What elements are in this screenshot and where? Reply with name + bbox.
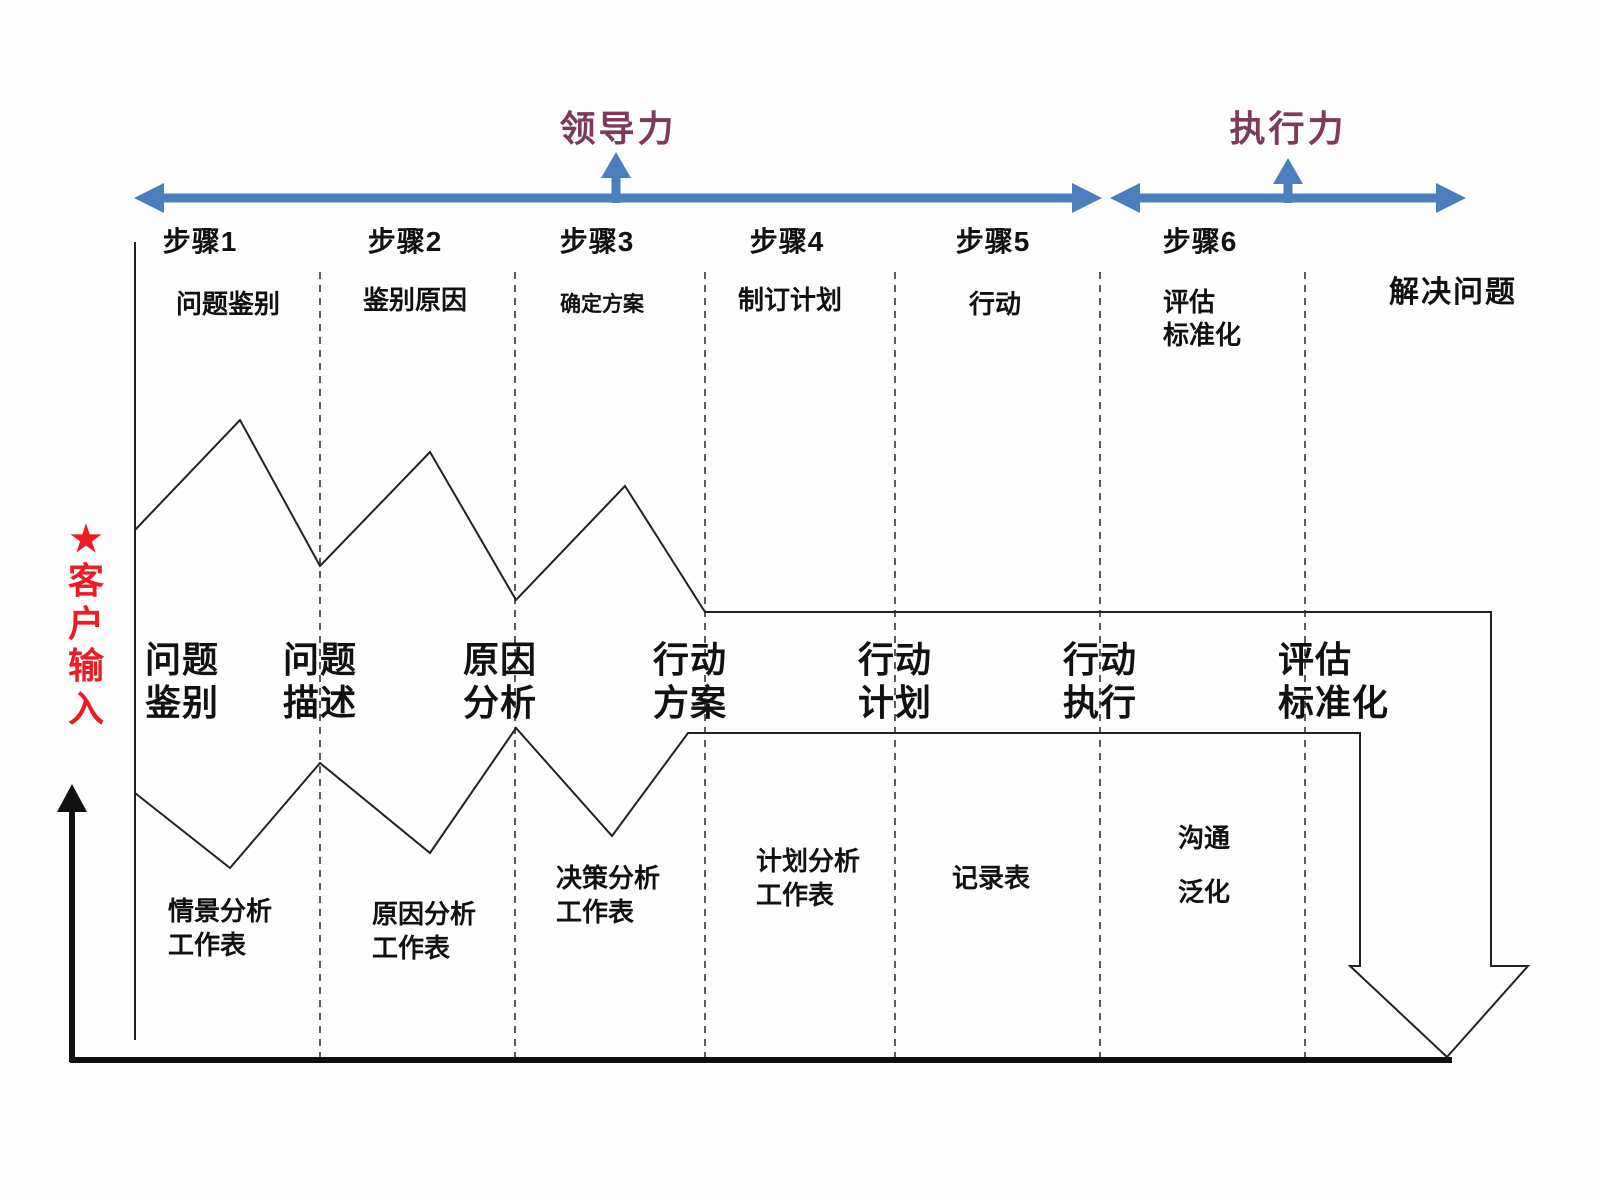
execution-pointer-arrow-icon [1273,158,1303,203]
tool-label-record-sheet: 记录表 [952,863,1031,893]
step-sublabel-6: 评估 标准化 [1163,287,1242,350]
leadership-pointer-arrow-icon [601,152,631,203]
step-sublabel-4: 制订计划 [737,285,842,315]
up-arrowhead-icon [57,784,87,812]
ribbon-stage-7: 评估 标准化 [1278,639,1390,724]
step-label-2: 步骤2 [367,226,443,257]
execution-title: 执行力 [1229,108,1347,149]
tool-label-plan-analysis: 计划分析 工作表 [756,846,861,910]
ribbon-lower-edge [134,726,1448,1058]
axis-lines [57,784,1452,1063]
step-label-5: 步骤5 [955,226,1031,257]
tool-label-cause-analysis: 原因分析 工作表 [372,899,477,963]
step-label-1: 步骤1 [162,226,238,257]
step-label-6: 步骤6 [1162,226,1238,257]
step-sublabel-1: 问题鉴别 [175,289,280,319]
tool-label-generalization: 泛化 [1178,877,1231,907]
customer-input-label: ★ 客 户 输 入 [67,518,104,729]
result-label: 解决问题 [1389,276,1517,309]
step-label-4: 步骤4 [749,226,825,257]
ribbon-stage-3: 原因 分析 [462,639,537,724]
column-dashed-lines [319,272,1306,1058]
ribbon-upper-edge [134,418,1531,1058]
ribbon-stage-5: 行动 计划 [857,639,932,724]
tool-label-communication: 沟通 [1178,823,1231,853]
ribbon-stage-2: 问题 描述 [282,639,357,724]
ribbon-stage-1: 问题 鉴别 [144,639,219,724]
ribbon-stage-4: 行动 方案 [652,639,727,724]
step-sublabel-2: 鉴别原因 [362,285,467,315]
step-sublabel-5: 行动 [968,289,1021,319]
tool-label-decision-analysis: 决策分析 工作表 [556,863,661,927]
leadership-title: 领导力 [559,108,677,149]
step-label-3: 步骤3 [559,226,635,257]
tool-label-situation-analysis: 情景分析 工作表 [168,896,273,960]
ribbon-stage-6: 行动 执行 [1062,639,1137,724]
step-sublabel-3: 确定方案 [560,293,644,316]
